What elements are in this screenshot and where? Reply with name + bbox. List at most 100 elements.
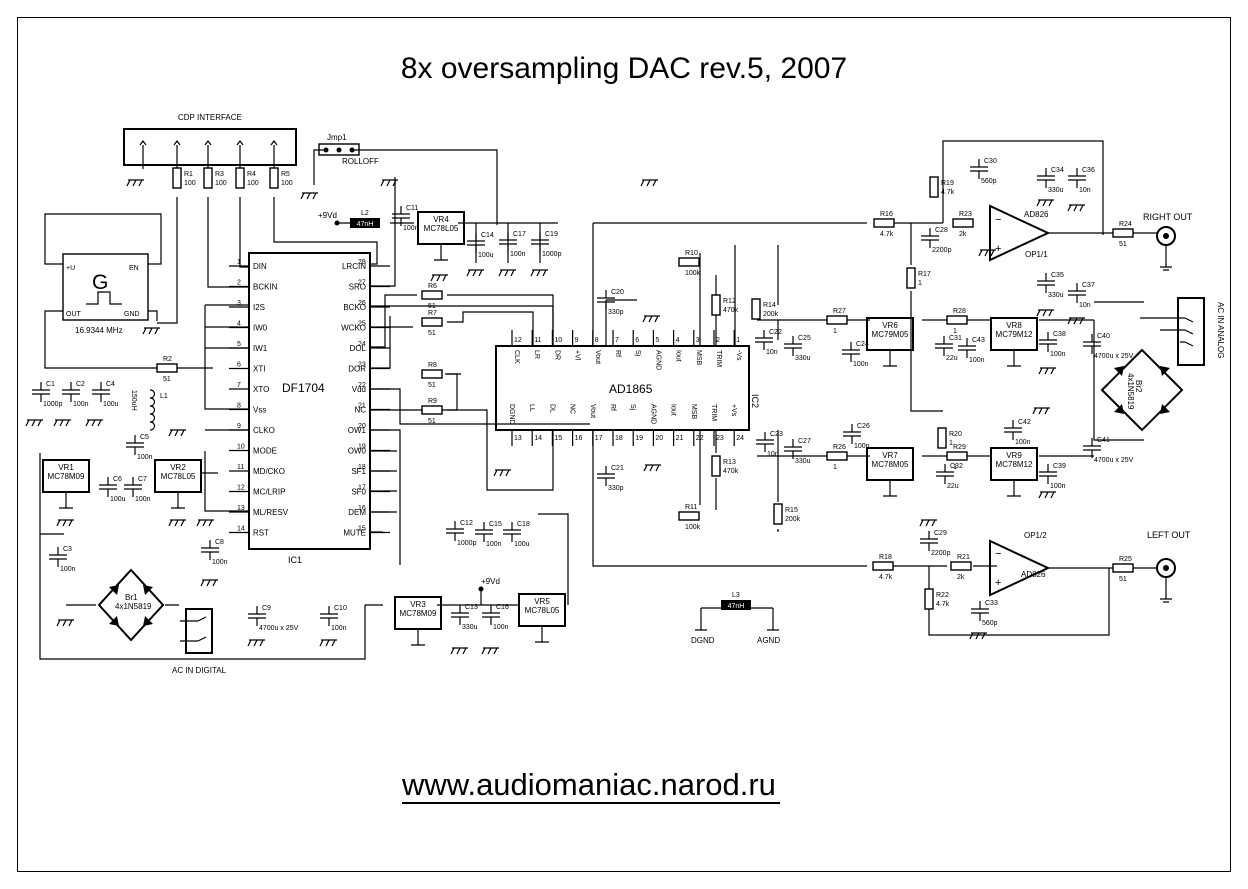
ic2-name: AD1865 (609, 382, 653, 396)
resistor-body (421, 290, 443, 300)
resistor-value: 100 (281, 180, 293, 187)
capacitor-plates (970, 159, 988, 179)
ic1-pin-number: 8 (237, 403, 241, 410)
resistor-value: 1 (949, 440, 953, 447)
resistor-ref: R11 (685, 504, 697, 511)
ic1-pin-name: I2S (253, 303, 265, 312)
regulator-type: MC78L05 (161, 472, 196, 481)
ground-symbol (498, 269, 516, 277)
crystal-oscillator: G 16.9344 MHz +U EN OUT GND (44, 213, 213, 369)
capacitor-ref: C41 (1097, 437, 1110, 444)
capacitor-value: 1000p (43, 401, 63, 408)
capacitor-ref: C36 (1082, 167, 1095, 174)
resistor-ref: R26 (833, 444, 846, 451)
opamp-op1-2: −+ OP1/2 AD826 (989, 531, 1051, 597)
resistor-value: 51 (163, 376, 171, 383)
ic1-pin-number: 21 (358, 403, 366, 410)
resistor-body (678, 257, 700, 267)
capacitor-plates (784, 439, 802, 459)
capacitor-plates (320, 606, 338, 626)
resistor-body (421, 405, 443, 415)
regulator-ref: VR9 (1006, 451, 1022, 460)
resistor-value: 4.7k (941, 189, 955, 196)
capacitor-ref: C42 (1018, 419, 1031, 426)
ground-symbol (1038, 491, 1056, 499)
capacitor-plates (936, 464, 954, 484)
opamp1-type: AD826 (1024, 210, 1049, 219)
regulator-ground (434, 244, 448, 261)
ic1-pin-name: CLKO (253, 426, 275, 435)
capacitor-value: 4700u x 25V (1094, 353, 1134, 360)
capacitor-plates (392, 206, 410, 226)
capacitor-plates (921, 228, 939, 248)
ground-symbol (53, 419, 71, 427)
resistor-value: 2k (957, 574, 965, 581)
svg-text:+: + (995, 577, 1001, 589)
ic1-pin-name: BCKO (343, 303, 366, 312)
ground-symbol (196, 519, 214, 527)
capacitor-ref: C24 (856, 341, 869, 348)
ic1-pin-name: MUTE (343, 529, 366, 538)
ic2-pin-number: 3 (696, 337, 700, 344)
ic1-pin-number: 3 (237, 300, 241, 307)
capacitor-plates (1037, 168, 1055, 188)
bridge-br2: Br2 4x1N5819 (1100, 348, 1184, 432)
capacitor-value: 100n (331, 625, 347, 632)
resistor-value: 100 (215, 180, 227, 187)
oscillator-letter: G (92, 271, 108, 294)
regulator-ground (59, 492, 73, 509)
ground-symbol (1036, 309, 1054, 317)
ground-symbol (493, 469, 511, 477)
capacitor-value: 2200p (931, 550, 951, 557)
ground-symbol (530, 269, 548, 277)
resistor-body (235, 167, 245, 189)
ic1-pin-name: NC (354, 406, 366, 415)
capacitor-plates (935, 336, 953, 356)
ic1-pin-number: 4 (237, 321, 241, 328)
ground-symbol (643, 464, 661, 472)
ic1-pin-number: 19 (358, 444, 366, 451)
resistor-value: 4.7k (936, 601, 950, 608)
capacitor-value: 100n (854, 443, 870, 450)
resistor-value: 1 (953, 464, 957, 471)
capacitor-ref: C15 (489, 521, 502, 528)
ic2-pin-number: 16 (575, 435, 583, 442)
ground-symbol (142, 327, 160, 335)
ic1-pin-name: IW1 (253, 344, 268, 353)
capacitor-value: 100n (486, 541, 502, 548)
ground-symbol (56, 519, 74, 527)
capacitor-value: 10n (1079, 302, 1091, 309)
ic2-pin-number: 11 (534, 337, 541, 344)
resistor-body (826, 451, 848, 461)
regulator-ref: VR8 (1006, 321, 1022, 330)
resistor-value: 100k (685, 524, 701, 531)
resistor-value: 51 (1119, 241, 1127, 248)
regulator-ground (411, 629, 425, 646)
left-out-label: LEFT OUT (1147, 530, 1191, 540)
website-url[interactable]: www.audiomaniac.narod.ru (402, 768, 780, 804)
capacitor-ref: C5 (140, 434, 149, 441)
rolloff-jumper: Jmp1 ROLLOFF (313, 133, 498, 225)
opamp1-ref: OP1/1 (1025, 250, 1048, 259)
resistor-value: 1 (918, 280, 922, 287)
